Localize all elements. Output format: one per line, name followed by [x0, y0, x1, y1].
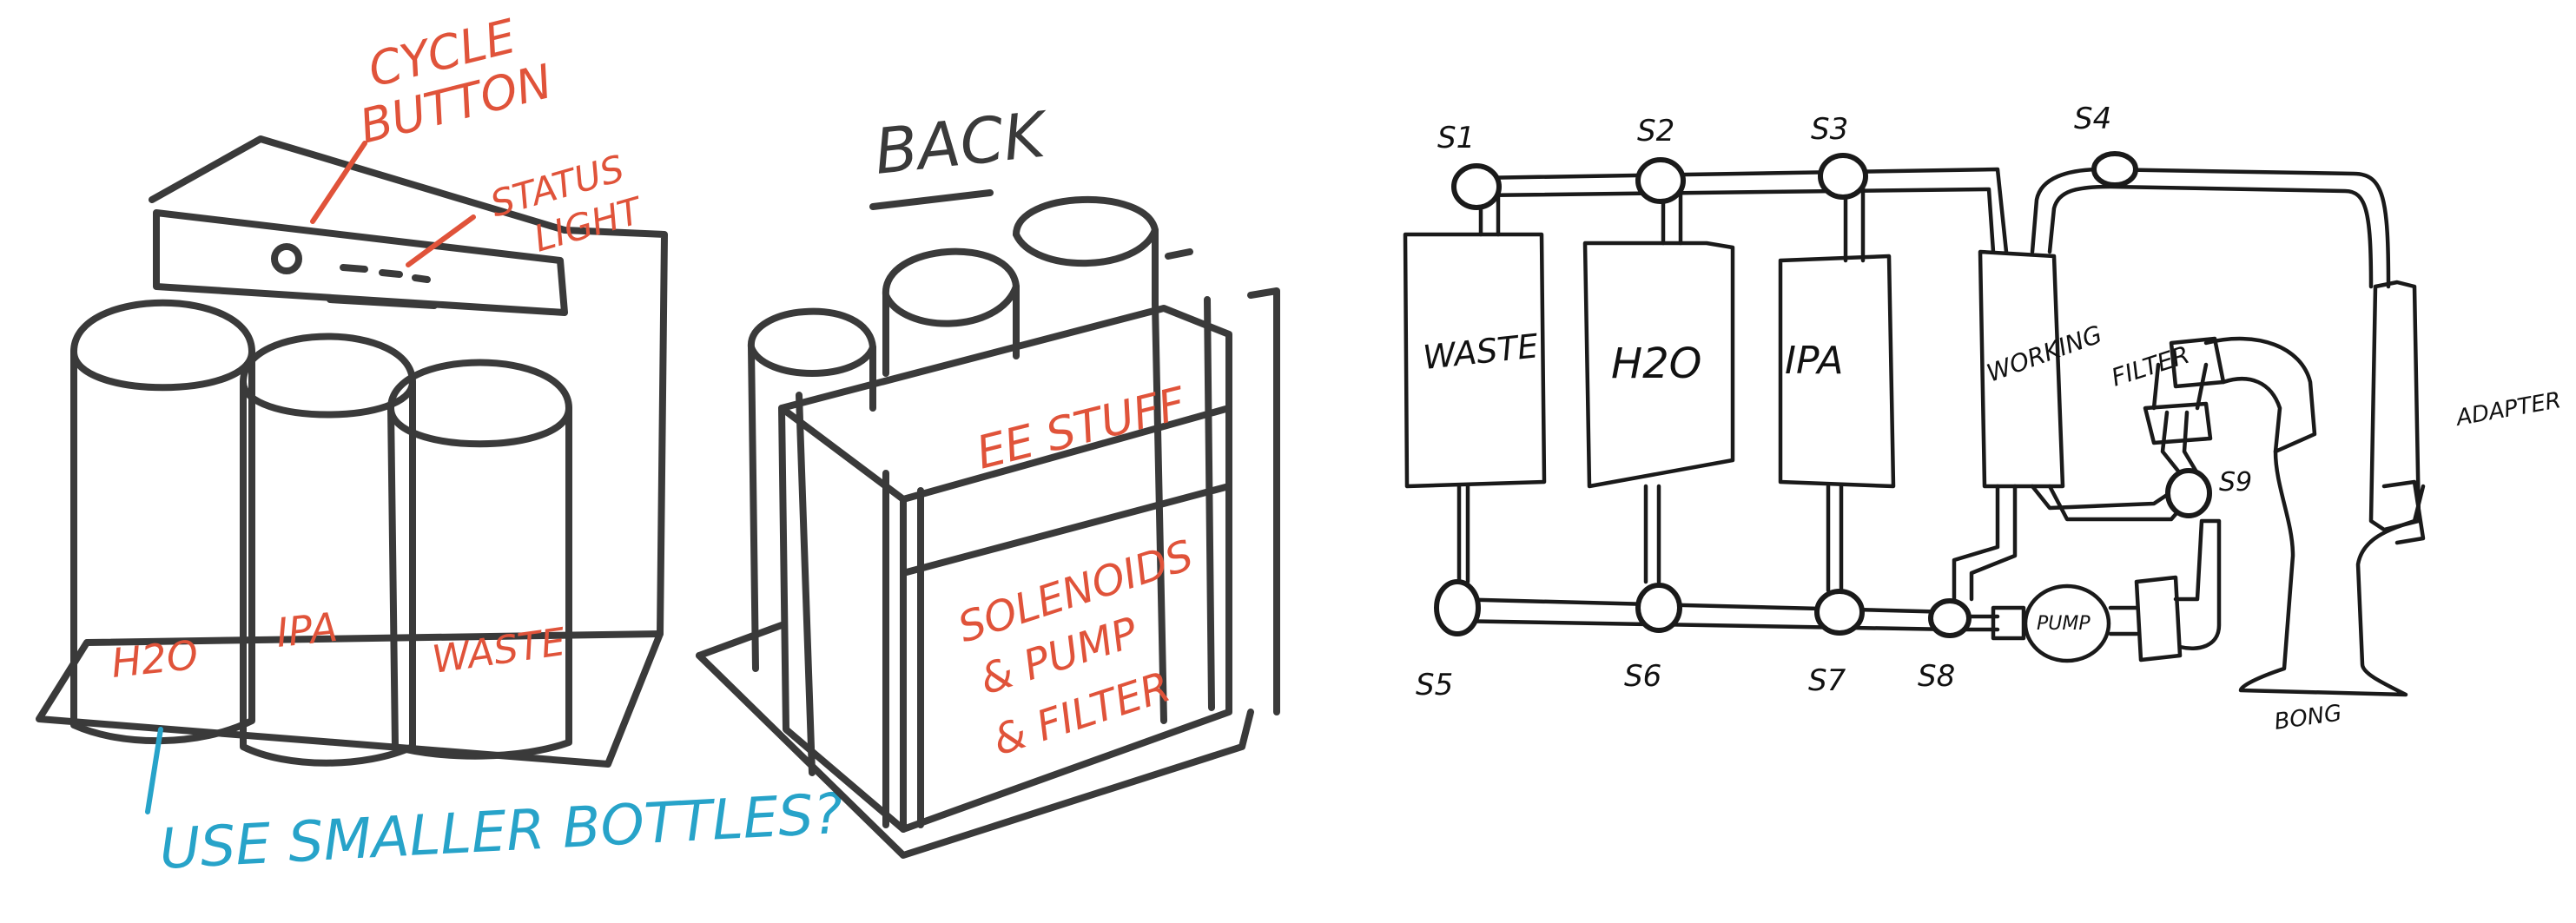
valve-s8-label: S8 [1918, 659, 1955, 694]
valve-s5-icon [1437, 582, 1478, 634]
bottle-label-waste: WASTE [429, 620, 568, 682]
tank-h2o-label: H2O [1611, 340, 1701, 388]
valve-s6-icon [1638, 585, 1680, 630]
status-light-icon [343, 267, 427, 280]
pump-outlet [2137, 577, 2180, 660]
valve-s5-label: S5 [1416, 668, 1453, 702]
bong-label: BONG [2273, 700, 2343, 735]
valve-s1-label: S1 [1437, 121, 1475, 155]
valve-s3-label: S3 [1811, 112, 1848, 147]
valve-s8-icon [1931, 601, 1969, 636]
plumbing-schematic [1405, 169, 2423, 695]
front-control-panel [156, 213, 565, 313]
valve-s9-label: S9 [2219, 467, 2252, 498]
back-title-underline [873, 193, 990, 207]
valve-s7-icon [1817, 591, 1862, 633]
valve-s3-icon [1820, 155, 1866, 197]
valve-s2-label: S2 [1637, 114, 1674, 148]
valve-s7-label: S7 [1808, 663, 1846, 698]
s4-pipe [2032, 169, 2388, 287]
pump-inlet [1993, 608, 2024, 638]
valve-s4-icon [2094, 154, 2136, 185]
valve-s4-label: S4 [2074, 102, 2111, 136]
adapter-label: ADAPTER [2453, 387, 2563, 432]
tank-waste-label: WASTE [1421, 326, 1540, 377]
bong-body [2206, 339, 2315, 452]
bottles-note: USE SMALLER BOTTLES? [158, 782, 844, 882]
valve-s1-icon [1454, 166, 1499, 208]
adapter [2371, 282, 2419, 530]
bottle-waste [391, 363, 569, 756]
valve-s6-label: S6 [1624, 659, 1661, 694]
top-header-pipe [1476, 169, 2006, 252]
tank-ipa-label: IPA [1785, 339, 1843, 383]
back-title: BACK [871, 97, 1053, 188]
bottle-ipa [243, 337, 413, 763]
valve-s2-icon [1638, 160, 1683, 201]
pump-label: PUMP [2037, 613, 2091, 635]
bottle-label-ipa: IPA [274, 603, 340, 656]
bottom-header-pipe [1450, 599, 1954, 630]
cycle-button-icon [274, 247, 299, 271]
valve-s9-icon [2168, 471, 2209, 516]
bottle-label-h2o: H2O [109, 631, 201, 687]
tank-working-label: WORKING [1983, 320, 2105, 387]
back-sketch [699, 193, 1277, 855]
